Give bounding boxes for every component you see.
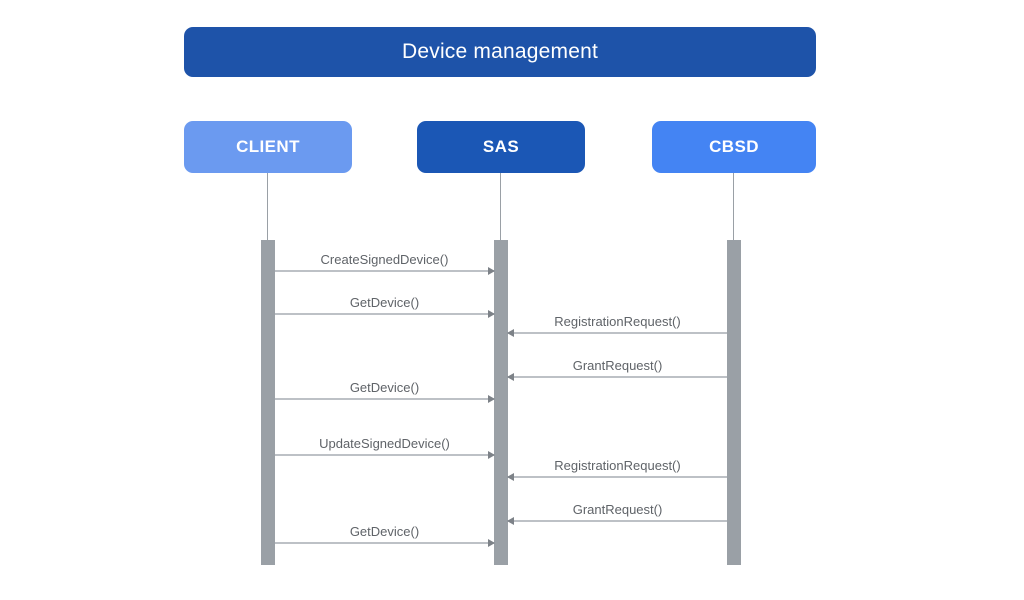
arrowhead-left-icon: [507, 473, 514, 481]
arrowhead-right-icon: [488, 267, 495, 275]
arrowhead-left-icon: [507, 517, 514, 525]
arrowhead-left-icon: [507, 329, 514, 337]
message-row: RegistrationRequest(): [507, 457, 727, 481]
message-label: GetDevice(): [349, 295, 420, 310]
message-arrow: [275, 267, 495, 275]
message-label: GrantRequest(): [572, 502, 663, 517]
message-row: CreateSignedDevice(): [275, 251, 495, 275]
lifeline-client: [267, 173, 268, 240]
message-arrow: [275, 310, 495, 318]
message-label: UpdateSignedDevice(): [319, 436, 450, 451]
arrowhead-right-icon: [488, 395, 495, 403]
arrowhead-left-icon: [507, 373, 514, 381]
lifeline-sas: [500, 173, 501, 240]
message-label: GrantRequest(): [572, 358, 663, 373]
actor-box-cbsd: CBSD: [652, 121, 816, 173]
diagram-title-banner: Device management: [184, 27, 816, 77]
lifeline-cbsd: [733, 173, 734, 240]
arrowhead-right-icon: [488, 310, 495, 318]
diagram-title: Device management: [402, 40, 598, 63]
message-arrow: [507, 373, 727, 381]
message-row: UpdateSignedDevice(): [275, 435, 495, 459]
message-row: GrantRequest(): [507, 501, 727, 525]
message-arrow: [275, 539, 495, 547]
message-label: GetDevice(): [349, 524, 420, 539]
activation-bar-sas: [494, 240, 508, 565]
arrowhead-right-icon: [488, 451, 495, 459]
message-arrow: [507, 517, 727, 525]
message-arrow: [275, 451, 495, 459]
message-arrow: [275, 395, 495, 403]
message-row: GetDevice(): [275, 379, 495, 403]
actor-label-cbsd: CBSD: [709, 137, 759, 156]
actor-box-client: CLIENT: [184, 121, 352, 173]
message-row: RegistrationRequest(): [507, 313, 727, 337]
message-label: GetDevice(): [349, 380, 420, 395]
activation-bar-cbsd: [727, 240, 741, 565]
message-row: GetDevice(): [275, 294, 495, 318]
activation-bar-client: [261, 240, 275, 565]
message-arrow: [507, 473, 727, 481]
message-arrow: [507, 329, 727, 337]
actor-label-client: CLIENT: [236, 137, 300, 156]
message-row: GrantRequest(): [507, 357, 727, 381]
message-row: GetDevice(): [275, 523, 495, 547]
actor-box-sas: SAS: [417, 121, 585, 173]
message-label: CreateSignedDevice(): [320, 252, 449, 267]
arrowhead-right-icon: [488, 539, 495, 547]
message-label: RegistrationRequest(): [554, 314, 681, 329]
actor-label-sas: SAS: [482, 137, 520, 156]
message-label: RegistrationRequest(): [554, 458, 681, 473]
